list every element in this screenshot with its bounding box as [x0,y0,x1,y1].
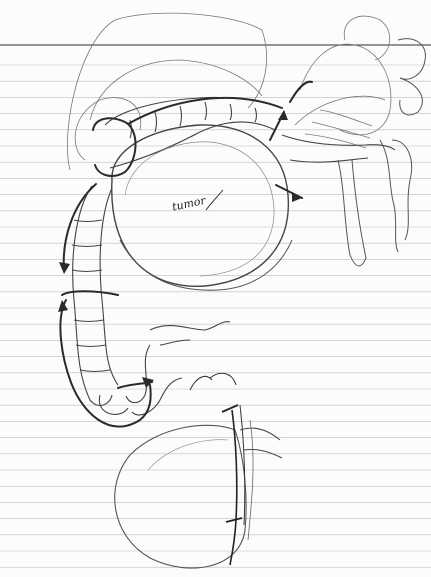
ascending-colon [72,186,128,414]
spleen-outline [344,16,389,60]
vessel-cut-top [290,82,312,102]
tumor-label-underline [206,190,223,210]
vessel-descending [248,420,253,540]
ascending-colon-right [100,188,118,385]
colon-right-segment [282,135,395,150]
arrow-head-down-left [59,262,70,274]
haustra [130,102,257,138]
vessel-branch-right [240,428,280,440]
arrow-head-up-left [58,300,68,312]
colon-right-segment-lower [290,158,368,162]
duodenum [126,322,230,415]
liver-inner [90,60,262,120]
duodenum-loop [126,345,150,403]
right-bowel-loops [338,39,425,266]
vessel-upper-right [210,373,236,385]
right-loop-4 [380,140,398,252]
specimen-outline [115,425,246,568]
tumor-lower-outline [120,240,292,290]
specimen-tie-top [222,405,238,412]
stomach-outline [300,44,391,135]
resection-line-ascending [60,300,150,427]
arrow-head-colon-up [278,110,288,120]
pancreas-outline [295,96,385,125]
vessel-upper-left [190,376,212,390]
lower-specimen [115,373,282,568]
descending-colon-stub [338,160,366,266]
ureter-right [240,405,245,525]
right-loop-2 [400,78,423,115]
duodenum-upper [150,322,230,330]
ruled-lines [0,65,431,567]
duodenum-inner [160,340,190,345]
specimen-inner [148,440,228,470]
resection-line-top [128,98,282,124]
right-loop-3 [392,140,412,240]
liver-outline [67,13,266,170]
vessel-stroke-1 [320,110,372,126]
resection-strokes [60,82,312,427]
